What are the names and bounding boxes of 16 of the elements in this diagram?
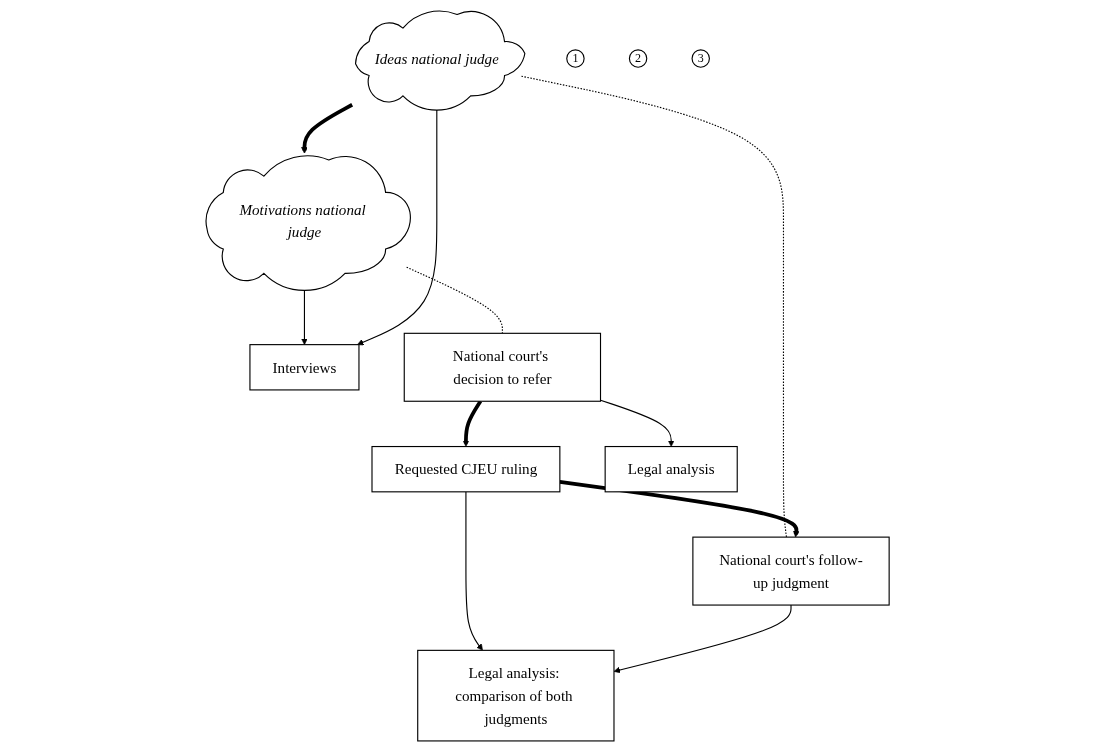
arrow bbox=[599, 399, 675, 447]
node-circle: 2 bbox=[628, 49, 648, 68]
node-box: Requested CJEU ruling bbox=[371, 446, 561, 493]
node-box: Interviews bbox=[249, 344, 360, 391]
arrow bbox=[559, 480, 800, 538]
node-box: Legal analysis: comparison of both judgments bbox=[417, 649, 615, 742]
arrow bbox=[462, 400, 482, 447]
node-circle: 3 bbox=[691, 49, 710, 68]
node-circle: 1 bbox=[566, 49, 585, 68]
node-box: National court's decision to refer bbox=[403, 332, 601, 402]
node-box: National court's follow-up judgment bbox=[692, 536, 890, 606]
arrow bbox=[465, 491, 483, 651]
connector bbox=[405, 266, 503, 334]
arrow bbox=[301, 103, 353, 154]
node-box: Legal analysis bbox=[604, 446, 738, 493]
arrow bbox=[613, 604, 792, 674]
